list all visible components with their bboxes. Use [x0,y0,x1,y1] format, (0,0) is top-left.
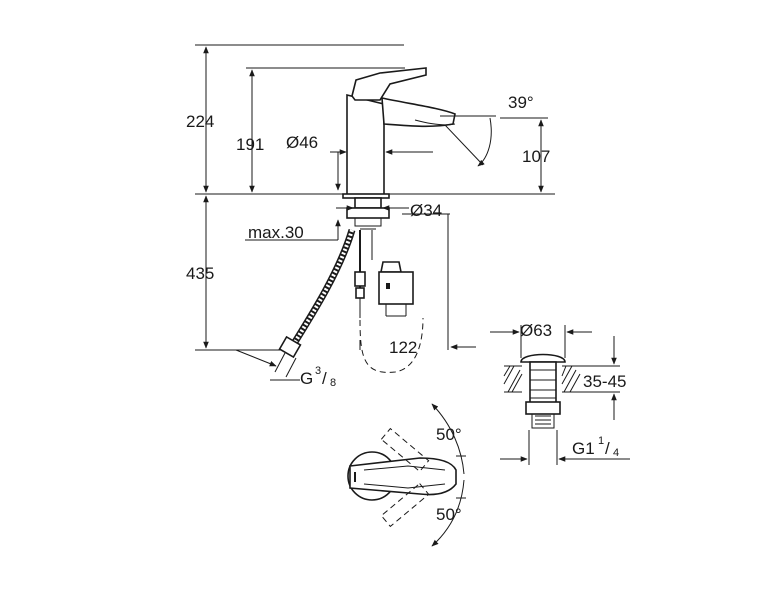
dim-max30: max.30 [248,223,304,242]
top-spout [349,457,457,496]
faucet-spout [381,96,456,128]
thread-g1-14: G1 1 / 4 [572,435,619,459]
dim-d34: Ø34 [410,201,442,220]
faucet-top-view [347,403,466,547]
dim-d63: Ø63 [520,321,552,340]
dim-224: 224 [186,112,214,131]
svg-text:3: 3 [315,365,321,377]
dim-angle-50-bottom: 50° [436,505,462,524]
drain-valve [503,353,581,429]
faucet-body [346,93,385,197]
svg-text:/: / [605,439,610,458]
svg-text:1: 1 [598,435,604,447]
pipe-fitting [354,230,366,318]
svg-text:4: 4 [613,447,619,459]
dim-435: 435 [186,264,214,283]
supply-hose [274,228,356,378]
mounting-nut [346,207,390,219]
dim-107: 107 [522,147,550,166]
faucet-side-view [342,67,484,230]
dim-angle-39: 39° [508,93,534,112]
svg-text:/: / [322,369,327,388]
dim-angle-50-top: 50° [436,425,462,444]
dim-d46: Ø46 [286,133,318,152]
svg-text:8: 8 [330,377,336,389]
thread-g38: G 3 / 8 [300,365,336,389]
dim-35-45: 35-45 [583,372,626,391]
mixing-box [359,230,424,373]
dim-122: 122 [389,338,417,357]
faucet-lever [351,67,427,101]
drain-cap [520,353,566,363]
svg-text:G: G [300,369,313,388]
dim-191: 191 [236,135,264,154]
svg-text:G1: G1 [572,439,595,458]
